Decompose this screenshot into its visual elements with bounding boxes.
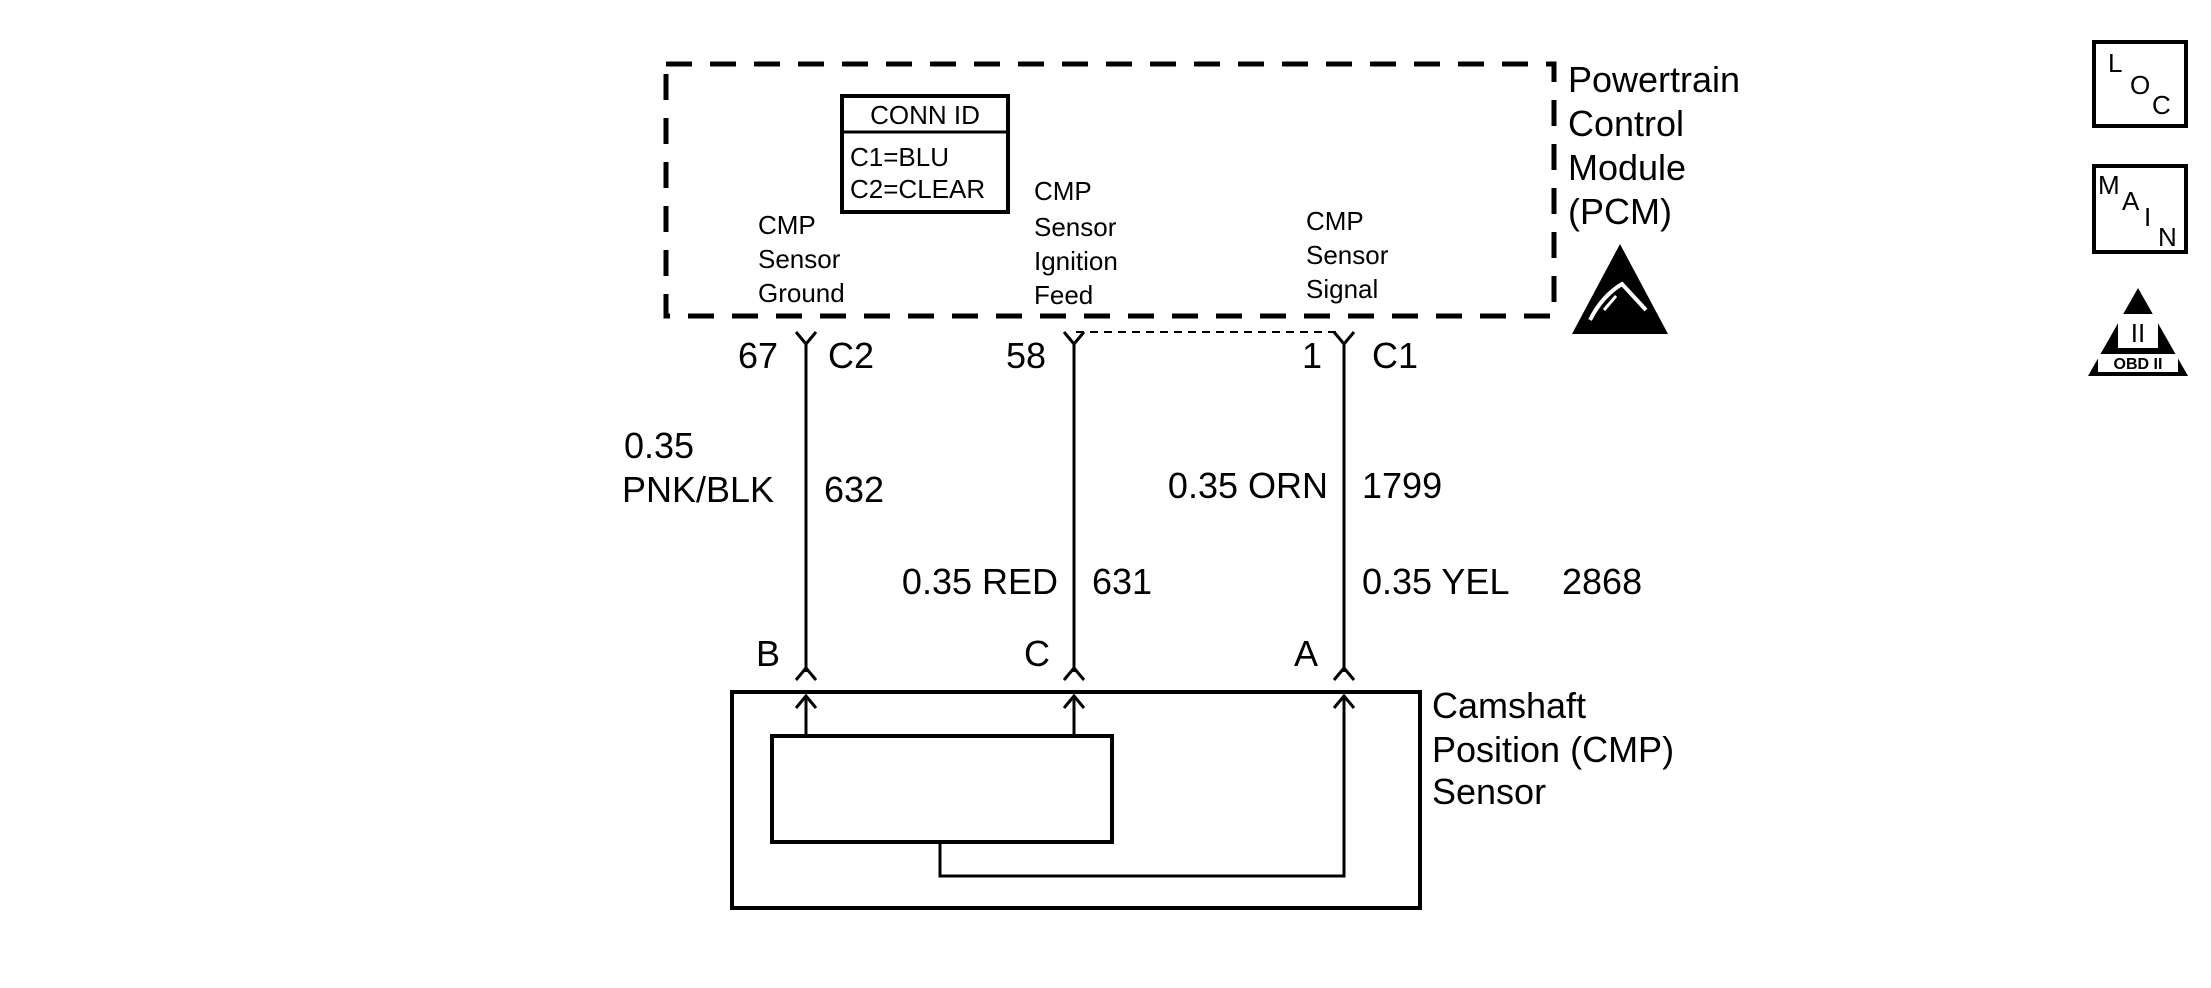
pcm-label-line-4: (PCM)	[1568, 191, 1672, 232]
conn-id-line-2: C2=CLEAR	[850, 174, 985, 204]
sensor-label-line-1: Camshaft	[1432, 685, 1586, 726]
wire-signal	[1332, 331, 1356, 681]
ignition-wire-label: 0.35 RED	[902, 561, 1058, 602]
ground-wire-color: PNK/BLK	[622, 469, 774, 510]
conn-id-title: CONN ID	[870, 100, 980, 130]
terminal-ground-line-1: CMP	[758, 210, 816, 240]
loc-icon[interactable]: L O C	[2092, 40, 2188, 128]
signal-wire-label-upper: 0.35 ORN	[1168, 465, 1328, 506]
svg-text:L: L	[2108, 48, 2122, 78]
sensor-pin-a: A	[1294, 633, 1318, 674]
signal-wire-circuit-lower: 2868	[1562, 561, 1642, 602]
pin-1: 1	[1302, 335, 1322, 376]
terminal-ignition-line-4: Feed	[1034, 280, 1093, 310]
esd-warning-icon	[1572, 244, 1668, 334]
terminal-signal-line-1: CMP	[1306, 206, 1364, 236]
svg-text:M: M	[2098, 170, 2120, 200]
wire-ignition	[1062, 331, 1086, 681]
pcm-label-line-2: Control	[1568, 103, 1684, 144]
sensor-label-line-3: Sensor	[1432, 771, 1546, 812]
ignition-wire-circuit: 631	[1092, 561, 1152, 602]
pin-67: 67	[738, 335, 778, 376]
svg-text:I: I	[2144, 202, 2151, 232]
pin-58: 58	[1006, 335, 1046, 376]
svg-text:A: A	[2122, 186, 2140, 216]
cmp-sensor-box	[730, 690, 1422, 910]
sensor-label-line-2: Position (CMP)	[1432, 729, 1674, 770]
conn-id-box: CONN ID C1=BLU C2=CLEAR	[840, 94, 1010, 214]
sensor-pin-b: B	[756, 633, 780, 674]
terminal-ignition-line-1: CMP	[1034, 176, 1092, 206]
terminal-ground-line-2: Sensor	[758, 244, 841, 274]
svg-text:O: O	[2130, 70, 2150, 100]
obd-ii-icon[interactable]: II OBD II	[2088, 288, 2188, 376]
cmp-sensor-element	[770, 734, 1114, 844]
wire-ground	[794, 331, 818, 681]
terminal-ignition-line-2: Sensor	[1034, 212, 1117, 242]
pcm-label-line-3: Module	[1568, 147, 1686, 188]
conn-id-line-1: C1=BLU	[850, 142, 949, 172]
terminal-ground-line-3: Ground	[758, 278, 845, 308]
svg-text:N: N	[2158, 222, 2177, 252]
main-icon[interactable]: M A I N	[2092, 164, 2188, 254]
terminal-signal-line-2: Sensor	[1306, 240, 1389, 270]
pcm-module-boundary	[663, 61, 1557, 319]
signal-wire-label-lower: 0.35 YEL	[1362, 561, 1509, 602]
ground-wire-size: 0.35	[624, 425, 694, 466]
sensor-pin-c: C	[1024, 633, 1050, 674]
svg-text:II: II	[2131, 318, 2145, 348]
cmp-sensor-internal-wiring	[794, 693, 1356, 878]
connector-c2: C2	[828, 335, 874, 376]
ground-wire-circuit: 632	[824, 469, 884, 510]
svg-text:C: C	[2152, 90, 2171, 120]
signal-wire-circuit-upper: 1799	[1362, 465, 1442, 506]
terminal-ignition-line-3: Ignition	[1034, 246, 1118, 276]
terminal-signal-line-3: Signal	[1306, 274, 1378, 304]
pcm-label-line-1: Powertrain	[1568, 59, 1740, 100]
connector-c1: C1	[1372, 335, 1418, 376]
svg-text:OBD II: OBD II	[2114, 356, 2163, 373]
